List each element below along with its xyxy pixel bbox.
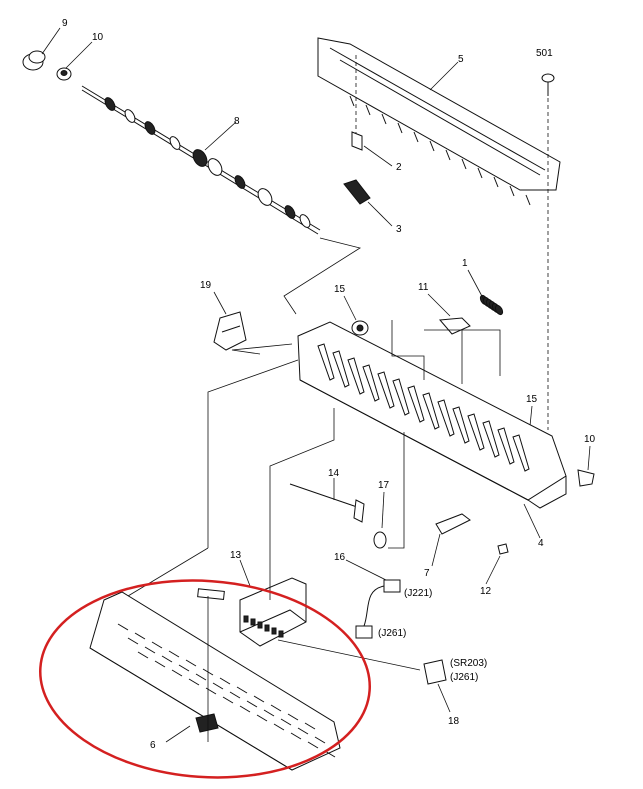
part-3-lever [343,179,393,227]
part-10-bushing-lower [577,445,595,487]
part-11-wire-spring [427,293,471,335]
part-501-screw [541,73,555,430]
callout-18: 18 [448,716,460,727]
part-9-roller-cap [22,27,61,71]
callout-13: 13 [230,550,242,561]
callout-16: 16 [334,552,346,563]
callout-3: 3 [396,224,402,235]
part-7-sensor-holder [431,513,471,567]
part-8-pickup-roller-shaft [81,85,321,235]
connector-label-j261-cable: (J261) [378,628,406,639]
connector-label-sr203: (SR203) [450,658,487,669]
part-4-paper-guide [297,321,567,539]
callout-15-left: 15 [334,284,346,295]
callout-14: 14 [328,468,340,479]
part-5-upper-frame [317,37,561,206]
callout-4: 4 [538,538,544,549]
callout-2: 2 [396,162,402,173]
part-15-gear-left [343,295,369,336]
connector-label-j261-sensor: (J261) [450,672,478,683]
part-12-clip [485,543,509,585]
part-6-lower-paper-guide [89,588,341,771]
part-10-bushing-top [56,41,93,81]
callout-8: 8 [234,116,240,127]
callout-5: 5 [458,54,464,65]
part-17-torsion-spring [373,491,387,549]
part-16-cable [345,559,401,639]
callout-6: 6 [150,740,156,751]
callout-15-right: 15 [526,394,538,405]
callout-1: 1 [462,258,468,269]
callout-10-top: 10 [92,32,104,43]
part-1-spring [467,269,504,316]
part-2-clip [351,131,393,167]
highlight-ellipse [39,579,371,779]
callout-9: 9 [62,18,68,29]
part-14-sensor-shaft [289,478,365,523]
part-19-bracket [213,291,247,351]
callout-12: 12 [480,586,492,597]
callout-501: 501 [536,48,553,59]
connector-label-j221: (J221) [404,588,432,599]
callout-11: 11 [418,282,429,293]
assembly-leader-lines [127,237,501,742]
callout-19: 19 [200,280,212,291]
callout-10-right: 10 [584,434,596,445]
callout-7: 7 [424,568,430,579]
part-18-photo-sensor [423,659,451,713]
part-13-sensor-board [239,559,307,647]
callout-17: 17 [378,480,390,491]
